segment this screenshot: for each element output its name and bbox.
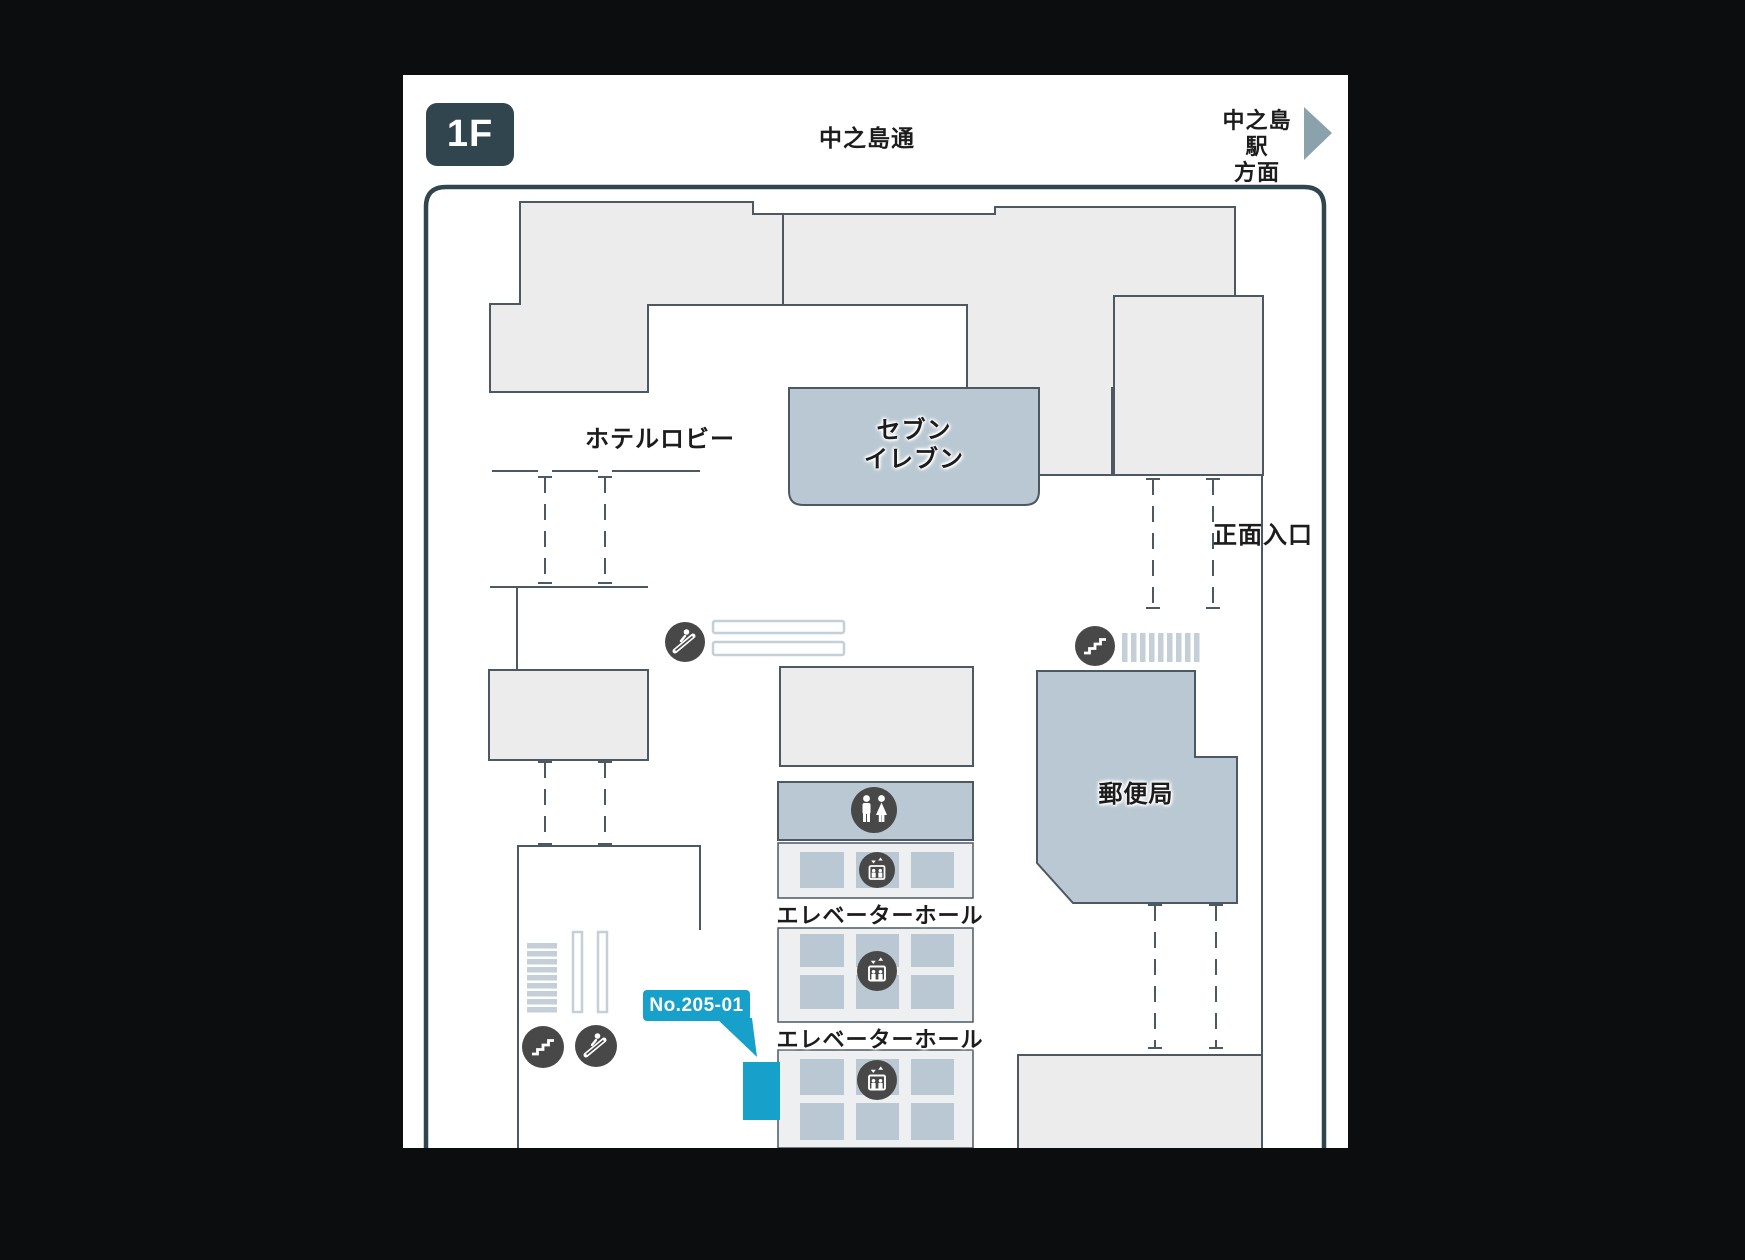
main-entrance-label: 正面入口: [1213, 522, 1313, 549]
elevator-hall-label-lower: エレベーターホール: [776, 1027, 984, 1052]
escalator-icon-west: [575, 1025, 617, 1067]
post-office-area: [1036, 670, 1238, 904]
map-border: [423, 184, 1327, 1148]
building-block-left: [489, 201, 784, 393]
elevator-hall-label-upper: エレベーターホール: [776, 903, 984, 928]
floor-map-card: 1F 中之島通 中之島駅 方面 ホテルロビー セブン イレブン 郵便局 エレベー…: [403, 75, 1348, 1148]
street-label: 中之島通: [819, 125, 915, 151]
seven-eleven-area: [788, 387, 1040, 506]
stairs-icon-east: [1075, 626, 1115, 666]
station-label-line2: 方面: [1233, 160, 1280, 185]
escalator-icon-center: [665, 622, 705, 662]
post-office-label: 郵便局: [1098, 781, 1174, 808]
stairs-icon-west: [522, 1026, 564, 1068]
building-block-right: [782, 206, 1236, 476]
direction-arrow-icon: [1304, 107, 1332, 160]
stairs-treads-west: [527, 943, 557, 1013]
building-block-southeast: [1017, 1054, 1263, 1148]
escalator-rails-center: [711, 619, 846, 657]
seven-eleven-label: セブン イレブン: [864, 416, 964, 474]
elevator-banks: [777, 842, 974, 1148]
stairs-treads-east: [1122, 633, 1200, 662]
seven-eleven-label-line1: セブン: [876, 417, 952, 444]
floor-map-svg: [423, 107, 1332, 1148]
building-block-center: [779, 666, 974, 767]
marker-pointer: [716, 1018, 757, 1057]
restroom-icon: [851, 787, 897, 833]
building-block-entrance: [1113, 295, 1264, 476]
station-label-line1: 中之島駅: [1222, 108, 1292, 159]
hotel-lobby-label: ホテルロビー: [585, 426, 735, 453]
elevator-icons: [857, 852, 897, 1100]
floor-badge: 1F: [426, 103, 514, 166]
unit-marker-badge[interactable]: No.205-01: [643, 990, 750, 1021]
highlighted-unit: [743, 1062, 780, 1120]
seven-eleven-label-line2: イレブン: [864, 446, 964, 473]
building-block-west: [488, 669, 649, 761]
escalator-rails-west: [571, 930, 609, 1014]
station-direction-label: 中之島駅 方面: [1212, 108, 1303, 186]
corridor-walls: [490, 470, 1263, 1148]
